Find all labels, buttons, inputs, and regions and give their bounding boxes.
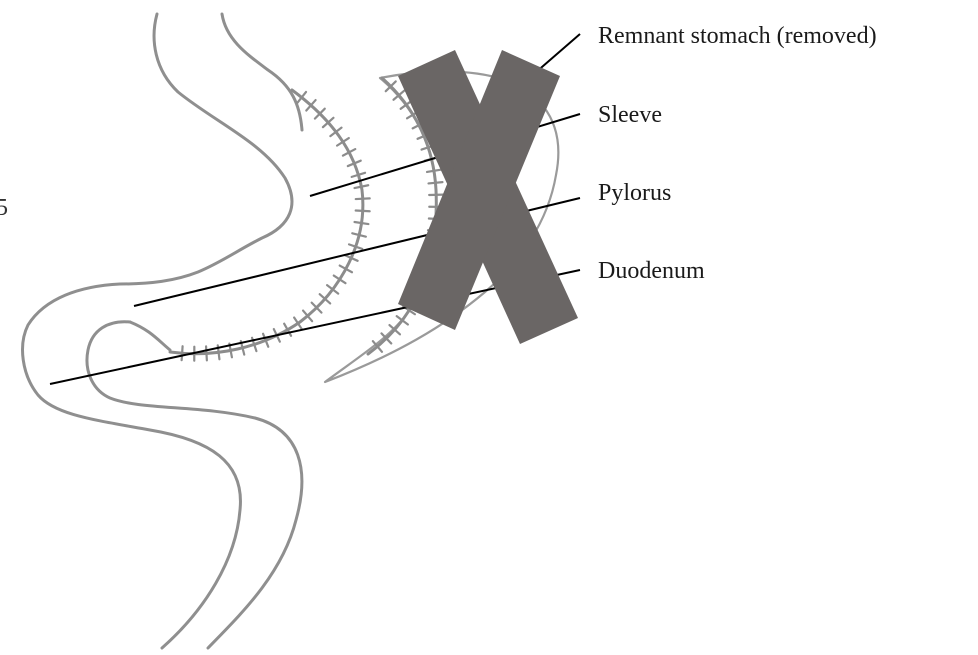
pylorus-wall bbox=[130, 322, 170, 350]
edge-mark-label: 5 bbox=[0, 196, 8, 220]
staple-mark bbox=[355, 185, 369, 188]
staple-mark bbox=[355, 222, 369, 224]
staple-mark bbox=[356, 211, 370, 212]
sleeve-inner-wall bbox=[222, 14, 302, 130]
label-sleeve: Sleeve bbox=[598, 103, 662, 127]
staple-mark bbox=[182, 346, 183, 360]
label-remnant-stomach: Remnant stomach (removed) bbox=[598, 24, 877, 48]
staple-mark bbox=[356, 198, 370, 199]
staple-mark bbox=[429, 182, 443, 183]
sleeve-staple-line bbox=[170, 90, 363, 354]
duodenum-inner-wall bbox=[87, 322, 302, 648]
label-pylorus: Pylorus bbox=[598, 181, 671, 205]
label-duodenum: Duodenum bbox=[598, 259, 705, 283]
sleeve-outer-wall bbox=[23, 14, 292, 648]
staple-mark bbox=[427, 170, 441, 172]
staple-mark bbox=[206, 346, 207, 360]
